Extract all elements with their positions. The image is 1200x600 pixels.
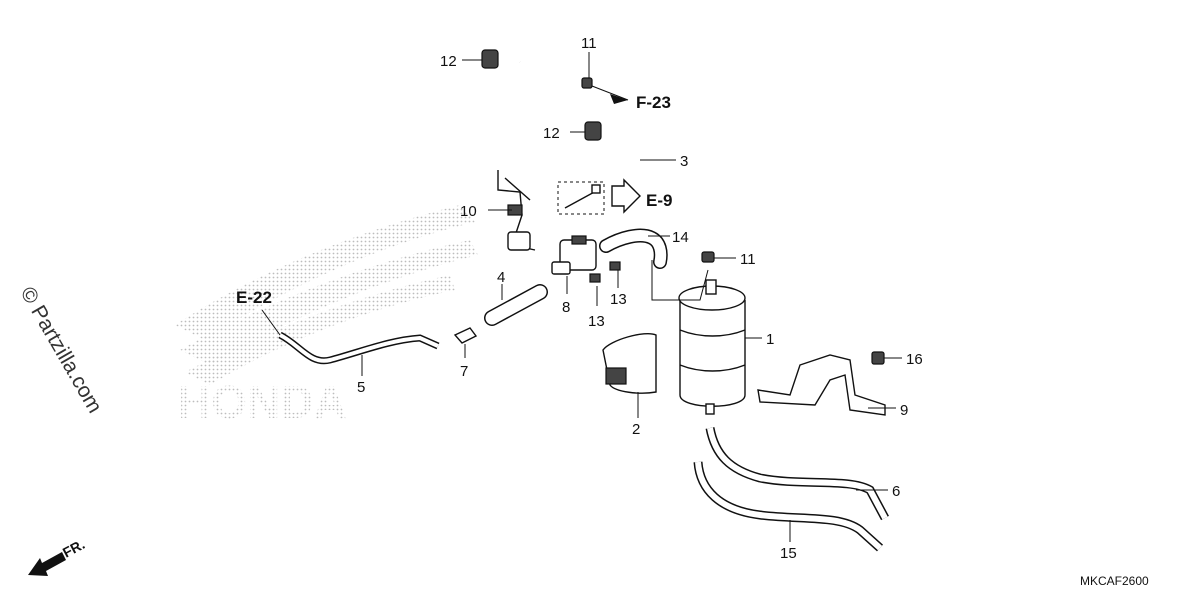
- callout-2: 2: [632, 421, 640, 438]
- bolt-detail: [557, 181, 605, 215]
- f23-arrow-icon: [610, 94, 628, 104]
- partzilla-watermark: © Partzilla.com: [16, 283, 107, 417]
- front-arrow-icon: [28, 552, 66, 576]
- part-12-clip-top: [481, 49, 499, 69]
- callouts: 12 11 12 3 10 14 11 4 8 13 13 7 1 16 5 9…: [357, 35, 923, 562]
- callout-11-lower: 11: [740, 251, 756, 268]
- callout-11-top: 11: [581, 35, 597, 52]
- callout-5: 5: [357, 379, 365, 396]
- part-9-bracket: [757, 354, 886, 416]
- part-4-hose: [484, 284, 548, 326]
- e9-arrow-icon: [611, 178, 641, 214]
- ref-e9: E-9: [646, 191, 672, 210]
- callout-6: 6: [892, 483, 900, 500]
- part-7-fitting: [453, 327, 478, 344]
- callout-3: 3: [680, 153, 688, 170]
- part-16-bolt: [871, 351, 885, 365]
- honda-wing-logo: HONDA: [175, 205, 478, 428]
- callout-12-top: 12: [440, 53, 457, 70]
- part-15-hose: [693, 461, 884, 552]
- diagram-code: MKCAF2600: [1080, 574, 1149, 588]
- callout-14: 14: [672, 229, 689, 246]
- leader-lines: [261, 52, 902, 542]
- part-12-clip-mid: [584, 121, 602, 141]
- part-10-bracket: [497, 170, 536, 251]
- callout-15: 15: [780, 545, 797, 562]
- part-6-hose: [705, 427, 889, 521]
- callout-13-right: 13: [610, 291, 627, 308]
- part-13-screw-a: [589, 273, 601, 283]
- part-3-tube: [519, 60, 710, 241]
- ref-f23: F-23: [636, 93, 671, 112]
- callout-12-mid: 12: [543, 125, 560, 142]
- callout-8: 8: [562, 299, 570, 316]
- part-8-valve: [551, 235, 597, 275]
- ref-e22: E-22: [236, 288, 272, 307]
- part-11-clip-lower: [701, 251, 715, 263]
- callout-1: 1: [766, 331, 774, 348]
- part-11-clip-top: [581, 77, 593, 89]
- part-1-canister: [678, 279, 746, 415]
- callout-9: 9: [900, 402, 908, 419]
- callout-4: 4: [497, 269, 505, 286]
- part-5-pipe: [278, 331, 440, 365]
- honda-logo-text: HONDA: [178, 376, 347, 428]
- part-13-screw-b: [609, 261, 621, 271]
- part-14-hose: [599, 228, 668, 269]
- callout-10: 10: [460, 203, 477, 220]
- part-2-band: [602, 333, 657, 394]
- front-direction-indicator: FR.: [28, 536, 87, 576]
- callout-16: 16: [906, 351, 923, 368]
- callout-7: 7: [460, 363, 468, 380]
- callout-13-left: 13: [588, 313, 605, 330]
